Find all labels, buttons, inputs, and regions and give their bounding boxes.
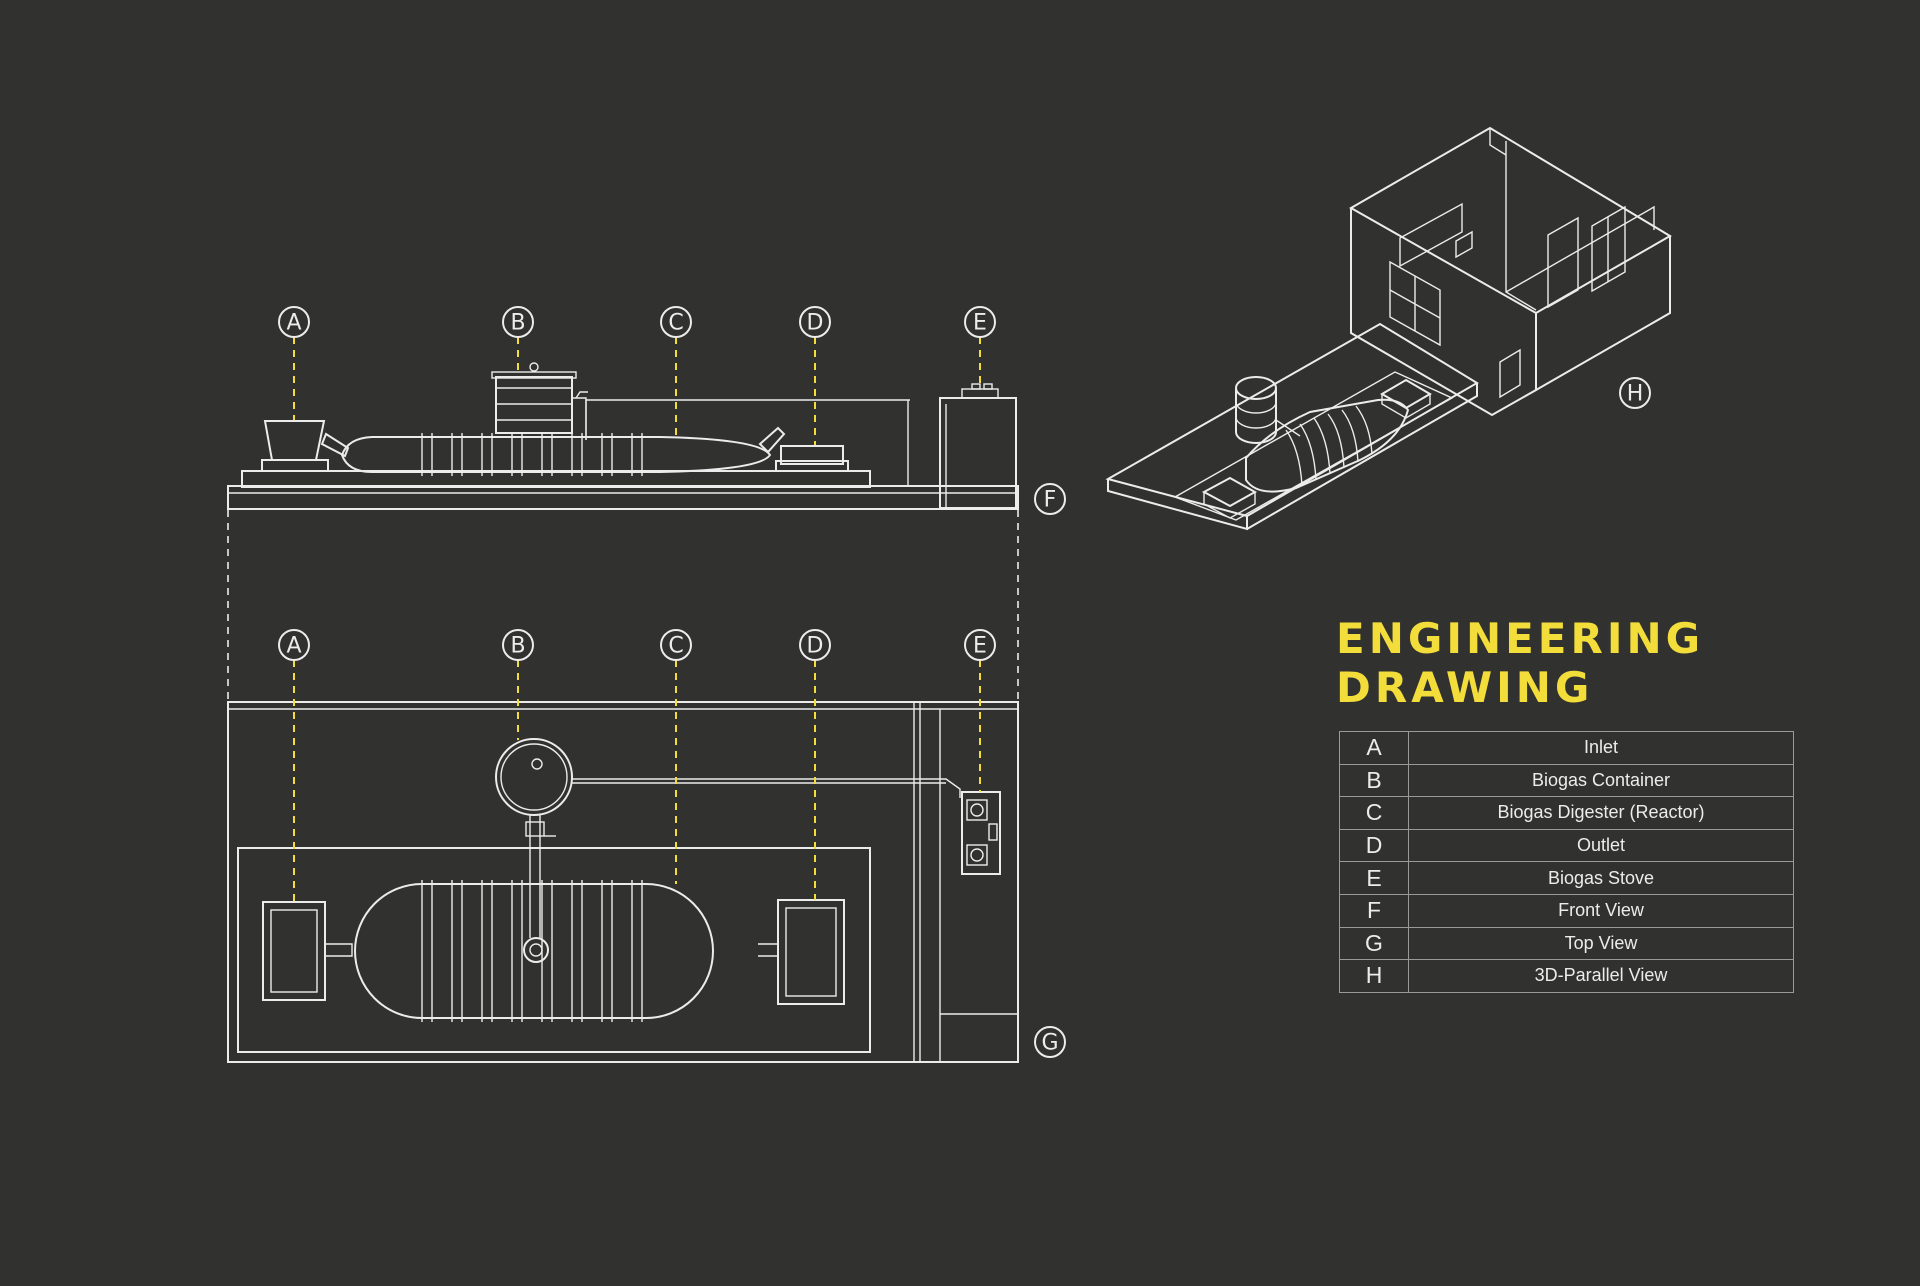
callout-b-front: B bbox=[502, 306, 534, 338]
callout-g: G bbox=[1034, 1026, 1066, 1058]
legend-label: Front View bbox=[1408, 893, 1794, 928]
legend-key: E bbox=[1339, 861, 1409, 895]
callout-f: F bbox=[1034, 483, 1066, 515]
legend-key: F bbox=[1339, 893, 1409, 928]
callout-h: H bbox=[1619, 377, 1651, 409]
legend-label: Inlet bbox=[1408, 731, 1794, 765]
svg-text:E: E bbox=[973, 311, 987, 336]
legend-label: Biogas Container bbox=[1408, 763, 1794, 798]
iso-gas-drum bbox=[1235, 376, 1277, 444]
legend-label: Outlet bbox=[1408, 828, 1794, 863]
legend-key: D bbox=[1339, 828, 1409, 863]
legend-key: B bbox=[1339, 763, 1409, 798]
svg-text:A: A bbox=[286, 634, 301, 659]
legend-label: 3D-Parallel View bbox=[1408, 959, 1794, 993]
legend-key: A bbox=[1339, 731, 1409, 765]
top-pit bbox=[237, 847, 871, 1053]
title-line-2: DRAWING bbox=[1336, 663, 1594, 712]
top-view bbox=[227, 660, 1019, 1063]
callout-a-top: A bbox=[278, 629, 310, 661]
page-title: ENGINEERING DRAWING bbox=[1336, 614, 1704, 712]
parallel-view bbox=[1105, 126, 1672, 531]
svg-text:C: C bbox=[668, 634, 683, 659]
front-outlet bbox=[758, 426, 849, 472]
legend-label: Biogas Digester (Reactor) bbox=[1408, 796, 1794, 830]
top-digester bbox=[354, 880, 714, 1022]
callout-c-front: C bbox=[660, 306, 692, 338]
top-outlet bbox=[758, 899, 845, 1005]
svg-text:A: A bbox=[286, 311, 301, 336]
front-platform bbox=[241, 470, 871, 488]
legend-key: C bbox=[1339, 796, 1409, 830]
svg-text:G: G bbox=[1041, 1031, 1058, 1056]
front-digester bbox=[340, 433, 772, 476]
front-stove-cabinet bbox=[939, 383, 1017, 509]
svg-text:H: H bbox=[1627, 382, 1644, 407]
callout-d-top: D bbox=[799, 629, 831, 661]
top-stove bbox=[961, 791, 1001, 875]
svg-text:F: F bbox=[1044, 488, 1057, 513]
callout-e-front: E bbox=[964, 306, 996, 338]
legend-label: Top View bbox=[1408, 926, 1794, 961]
legend-label: Biogas Stove bbox=[1408, 861, 1794, 895]
svg-text:D: D bbox=[807, 311, 824, 336]
iso-digester bbox=[1245, 398, 1410, 493]
svg-text:C: C bbox=[668, 311, 683, 336]
top-biogas-container bbox=[495, 738, 573, 938]
title-line-1: ENGINEERING bbox=[1336, 614, 1705, 663]
front-inlet bbox=[261, 420, 350, 472]
iso-building bbox=[1348, 126, 1672, 417]
top-inlet bbox=[262, 901, 353, 1001]
callout-e-top: E bbox=[964, 629, 996, 661]
svg-text:B: B bbox=[510, 634, 525, 659]
front-ground-slab bbox=[227, 485, 1019, 510]
legend-key: H bbox=[1339, 959, 1409, 993]
svg-text:D: D bbox=[807, 634, 824, 659]
callout-a-front: A bbox=[278, 306, 310, 338]
front-view bbox=[227, 337, 1019, 510]
svg-text:B: B bbox=[510, 311, 525, 336]
svg-text:E: E bbox=[973, 634, 987, 659]
legend-key: G bbox=[1339, 926, 1409, 961]
callout-b-top: B bbox=[502, 629, 534, 661]
top-outline bbox=[227, 701, 1019, 1063]
callout-c-top: C bbox=[660, 629, 692, 661]
front-biogas-container bbox=[491, 362, 588, 440]
callout-d-front: D bbox=[799, 306, 831, 338]
